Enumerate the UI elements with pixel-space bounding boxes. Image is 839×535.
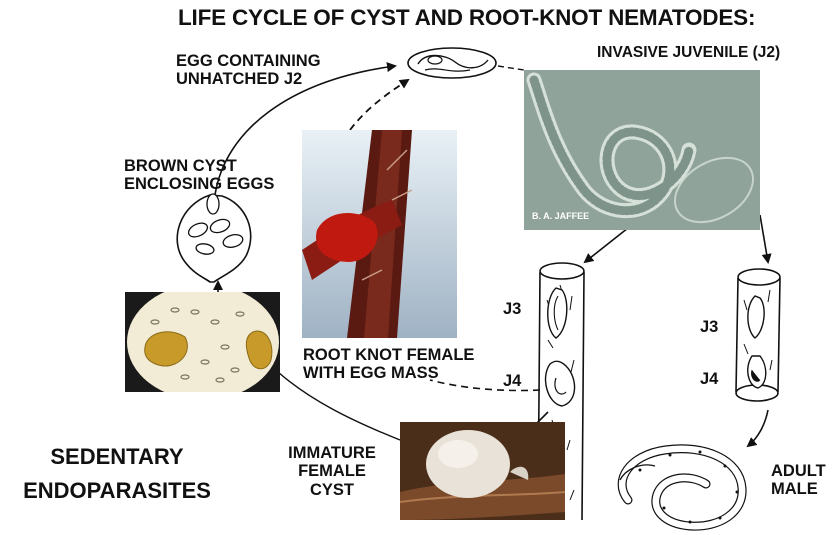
egg-drawing bbox=[408, 48, 496, 78]
label-j4-right: J4 bbox=[700, 370, 718, 388]
cyst-microscope-image bbox=[125, 292, 280, 392]
arrow-rootknot-to-egg bbox=[350, 80, 408, 130]
right-root-drawing bbox=[736, 269, 780, 401]
label-invasive-juvenile: INVASIVE JUVENILE (J2) bbox=[597, 44, 780, 61]
arrow-root-to-male bbox=[748, 410, 768, 446]
label-root-knot-female: ROOT KNOT FEMALE WITH EGG MASS bbox=[303, 346, 474, 383]
brown-cyst-drawing bbox=[177, 194, 250, 282]
root-knot-image bbox=[302, 130, 457, 338]
arrow-egg-to-juvenile bbox=[498, 66, 524, 70]
label-sedentary-endoparasites: SEDENTARY ENDOPARASITES bbox=[12, 440, 222, 508]
label-egg: EGG CONTAINING UNHATCHED J2 bbox=[176, 52, 321, 89]
juvenile-nematode-image bbox=[524, 70, 760, 230]
arrow-juvenile-to-right-root bbox=[760, 215, 768, 262]
label-adult-male: ADULT MALE bbox=[771, 462, 826, 499]
cyst-microscope-photo bbox=[125, 292, 280, 392]
immature-cyst-photo bbox=[400, 422, 565, 520]
label-immature-female-cyst: IMMATURE FEMALE CYST bbox=[276, 444, 388, 499]
label-j4-left: J4 bbox=[503, 372, 521, 390]
arrow-juvenile-to-left-root bbox=[585, 228, 628, 262]
page-title: LIFE CYCLE OF CYST AND ROOT-KNOT NEMATOD… bbox=[178, 5, 755, 30]
label-brown-cyst: BROWN CYST ENCLOSING EGGS bbox=[124, 157, 274, 194]
juvenile-micrograph: B. A. JAFFEE bbox=[524, 70, 760, 230]
root-knot-female-photo bbox=[302, 130, 457, 338]
label-j3-left: J3 bbox=[503, 300, 521, 318]
adult-male-drawing bbox=[620, 449, 742, 526]
label-j3-right: J3 bbox=[700, 318, 718, 336]
photo-credit: B. A. JAFFEE bbox=[532, 211, 589, 221]
immature-cyst-image bbox=[400, 422, 565, 520]
